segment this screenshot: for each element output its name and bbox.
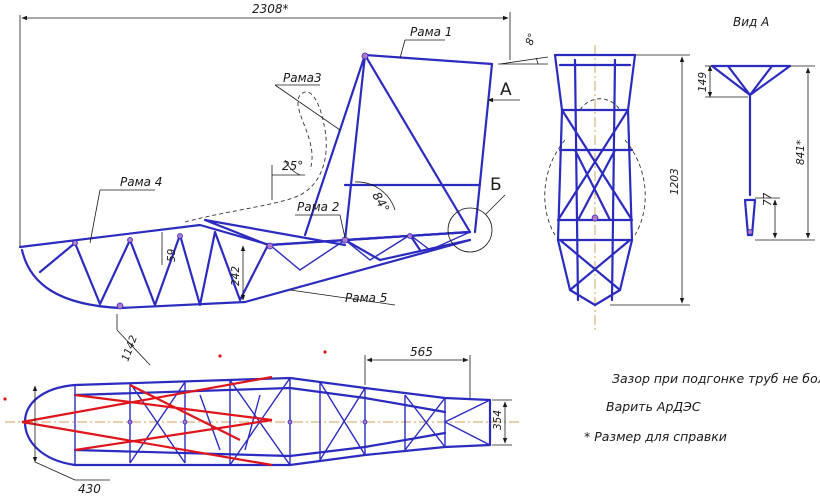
angle-25: 25° bbox=[282, 159, 303, 173]
red-diagonals bbox=[21, 375, 273, 467]
dim-354: 354 bbox=[492, 410, 504, 430]
note-reference: * Размер для справки bbox=[584, 429, 727, 444]
top-outline bbox=[23, 376, 492, 467]
tail-truss bbox=[38, 230, 270, 307]
top-view: 565 354 430 bbox=[3, 345, 520, 496]
dim-1142: 1142 bbox=[120, 334, 141, 364]
view-a-marker: А bbox=[500, 80, 512, 100]
front-frame-outline bbox=[553, 53, 637, 307]
bottom-truss bbox=[269, 231, 471, 271]
view-a-title: Вид А bbox=[733, 15, 769, 29]
top-braces bbox=[74, 377, 491, 466]
front-frame-braces bbox=[556, 58, 634, 302]
canopy-outline bbox=[184, 91, 327, 223]
view-a-frame bbox=[710, 64, 792, 237]
label-rama5: Рама 5 bbox=[345, 291, 387, 305]
dim-77: 77 bbox=[762, 192, 774, 206]
note-weld: Варить АрДЭС bbox=[606, 399, 701, 414]
dim-242: 242 bbox=[230, 266, 242, 286]
dim-1203: 1203 bbox=[669, 168, 681, 195]
dim-565: 565 bbox=[410, 345, 433, 359]
dim-59: 59 bbox=[166, 248, 178, 262]
side-view: 2308* 8° Б А bbox=[18, 2, 549, 366]
view-a: Вид А 149 841* 77 bbox=[697, 15, 815, 241]
label-rama4: Рама 4 bbox=[120, 175, 162, 189]
rama-structure bbox=[303, 53, 494, 262]
label-rama1: Рама 1 bbox=[410, 25, 452, 39]
lower-longeron bbox=[20, 238, 472, 310]
cabin-frame bbox=[203, 218, 472, 247]
detail-b-circle bbox=[447, 207, 493, 253]
note-gap: Зазор при подгонке труб не более 1,0 bbox=[612, 371, 820, 386]
detail-b-marker: Б bbox=[490, 175, 502, 195]
dim-430: 430 bbox=[78, 482, 101, 496]
dim-149: 149 bbox=[697, 72, 709, 92]
dim-841: 841* bbox=[795, 140, 807, 165]
front-dashed-outline bbox=[544, 98, 646, 236]
label-rama3: Рама3 bbox=[283, 71, 322, 85]
front-view: 1203 bbox=[544, 45, 690, 330]
angle-8: 8° bbox=[524, 32, 539, 47]
dim-overall-length: 2308* bbox=[252, 2, 289, 16]
label-rama2: Рама 2 bbox=[297, 200, 339, 214]
notes: Зазор при подгонке труб не более 1,0 Вар… bbox=[584, 371, 820, 444]
angle-84: 84° bbox=[369, 190, 392, 215]
